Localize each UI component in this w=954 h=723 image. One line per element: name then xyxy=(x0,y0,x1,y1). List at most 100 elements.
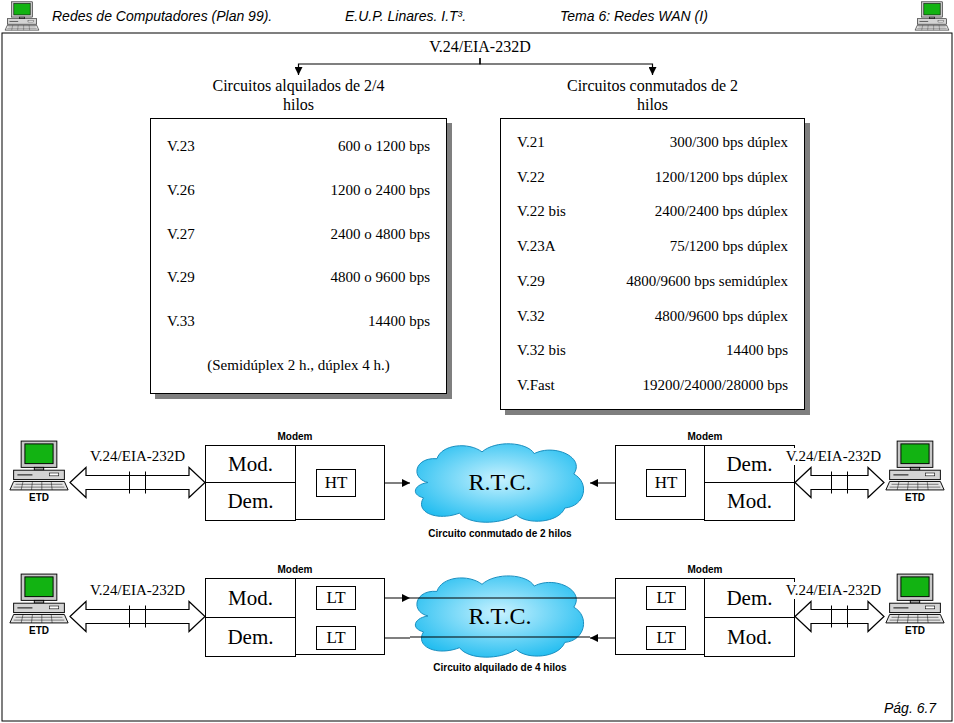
table-row: V.23600 o 1200 bps xyxy=(167,138,430,155)
modem-box: ModemHTDem.Mod. xyxy=(615,445,795,520)
table-row: V.33 14400 bps xyxy=(167,313,430,330)
interface-arrow xyxy=(70,468,205,498)
interface-label: V.24/EIA-232D xyxy=(400,36,560,58)
modem-stage: Mod. xyxy=(205,445,296,483)
standard-name: V.33 xyxy=(167,313,195,330)
bit-rate: 4800/9600 bps semidúplex xyxy=(626,273,788,290)
interface-label: V.24/EIA-232D xyxy=(89,448,186,465)
stage-label: Mod. xyxy=(228,586,273,611)
modem-box: ModemMod.LTDem.LT xyxy=(205,578,385,655)
modem-stage: Dem. xyxy=(205,617,296,657)
table-row: V.21300/300 bps dúplex xyxy=(517,134,788,151)
interface-arrow xyxy=(70,602,205,632)
network-label: R.T.C. xyxy=(469,469,532,496)
column-heading: Circuitos conmutados de 2 hilos xyxy=(558,76,748,114)
modem-stage: Dem. xyxy=(704,578,795,618)
header-text: Tema 6: Redes WAN (I) xyxy=(560,8,708,24)
bit-rate: 14400 bps xyxy=(368,313,430,330)
terminal-computer: ETD xyxy=(884,440,946,506)
transformer-label: HT xyxy=(325,473,348,493)
standard-name: V.Fast xyxy=(517,377,555,394)
network-cloud: R.T.C. xyxy=(410,572,590,660)
header-text: Redes de Computadores (Plan 99). xyxy=(52,8,272,24)
computer-icon xyxy=(884,573,946,624)
signal-arrow xyxy=(299,58,481,75)
line-transformer: HT xyxy=(646,469,686,497)
table-row: V.Fast19200/24000/28000 bps xyxy=(517,377,788,394)
modem-stage: Dem. xyxy=(205,482,296,521)
table-row: V.22 bis 2400/2400 bps dúplex xyxy=(517,203,788,220)
interface-arrow xyxy=(795,602,884,632)
leased-line-wire xyxy=(410,597,590,598)
header-icon xyxy=(5,2,39,30)
modem-stage: Mod. xyxy=(704,617,795,657)
header-text: E.U.P. Linares. I.T³. xyxy=(345,8,466,24)
standard-name: V.32 bis xyxy=(517,342,566,359)
table-row: V.32 bis 14400 bps xyxy=(517,342,788,359)
table-row: V.27 2400 o 4800 bps xyxy=(167,226,430,243)
standard-name: V.26 xyxy=(167,182,195,199)
standard-name: V.23 xyxy=(167,138,195,155)
standard-name: V.23A xyxy=(517,238,555,255)
bit-rate: 1200 o 2400 bps xyxy=(330,182,430,199)
line-transformer: HT xyxy=(316,469,356,497)
bus-tick xyxy=(145,472,146,494)
transformer-label: LT xyxy=(656,588,675,608)
bus-tick xyxy=(129,606,130,628)
standard-name: V.29 xyxy=(167,269,195,286)
stage-label: Dem. xyxy=(227,625,273,650)
circuit-caption: Circuito alquilado de 4 hilos xyxy=(433,662,566,673)
interface-arrow xyxy=(795,468,884,498)
signal-arrow xyxy=(480,58,653,75)
column-heading: Circuitos alquilados de 2/4 hilos xyxy=(204,76,394,114)
line-transformer: LT xyxy=(316,586,356,610)
table-row: V.29 4800/9600 bps semidúplex xyxy=(517,273,788,290)
modem-stage: Mod. xyxy=(205,578,296,618)
header-icon xyxy=(915,2,949,30)
table-row: V.294800 o 9600 bps xyxy=(167,269,430,286)
transformer-label: HT xyxy=(655,473,678,493)
bus-tick xyxy=(831,472,832,494)
modem-title: Modem xyxy=(616,431,794,442)
terminal-label: ETD xyxy=(905,625,925,636)
table-row: V.26 1200 o 2400 bps xyxy=(167,182,430,199)
standard-name: V.27 xyxy=(167,226,195,243)
bus-tick xyxy=(129,472,130,494)
stage-label: Mod. xyxy=(228,452,273,477)
bit-rate: 2400 o 4800 bps xyxy=(330,226,430,243)
standard-name: V.32 xyxy=(517,308,545,325)
table-row: V.32 4800/9600 bps dúplex xyxy=(517,308,788,325)
computer-icon xyxy=(8,573,70,624)
standard-name: V.22 bis xyxy=(517,203,566,220)
bus-tick xyxy=(831,606,832,628)
transformer-label: LT xyxy=(326,628,345,648)
bit-rate: 14400 bps xyxy=(726,342,788,359)
bit-rate: 4800/9600 bps dúplex xyxy=(655,308,788,325)
standard-name: V.29 xyxy=(517,273,545,290)
standards-table: Circuitos alquilados de 2/4 hilosV.23600… xyxy=(150,76,447,394)
network-cloud: R.T.C. xyxy=(410,440,590,525)
bus-tick xyxy=(145,606,146,628)
table-row: V.23A 75/1200 bps dúplex xyxy=(517,238,788,255)
interface-label: V.24/EIA-232D xyxy=(785,448,882,465)
modem-box: ModemLTDem.LTMod. xyxy=(615,578,795,655)
standard-name: V.21 xyxy=(517,134,545,151)
standard-name: V.22 xyxy=(517,169,545,186)
circuit-caption: Circuito conmutado de 2 hilos xyxy=(428,528,571,539)
modem-title: Modem xyxy=(206,564,384,575)
table-note: (Semidúplex 2 h., dúplex 4 h.) xyxy=(167,357,430,374)
bus-tick xyxy=(847,472,848,494)
transformer-label: LT xyxy=(326,588,345,608)
terminal-computer: ETD xyxy=(8,440,70,506)
terminal-computer: ETD xyxy=(884,573,946,639)
bit-rate: 1200/1200 bps dúplex xyxy=(655,169,788,186)
bit-rate: 75/1200 bps dúplex xyxy=(670,238,788,255)
leased-line-wire xyxy=(410,636,590,637)
line-transformer: LT xyxy=(646,586,686,610)
stage-label: Dem. xyxy=(726,586,772,611)
bit-rate: 2400/2400 bps dúplex xyxy=(655,203,788,220)
interface-name: V.24/EIA-232D xyxy=(429,38,530,56)
modem-title: Modem xyxy=(206,431,384,442)
terminal-label: ETD xyxy=(29,492,49,503)
terminal-label: ETD xyxy=(29,625,49,636)
